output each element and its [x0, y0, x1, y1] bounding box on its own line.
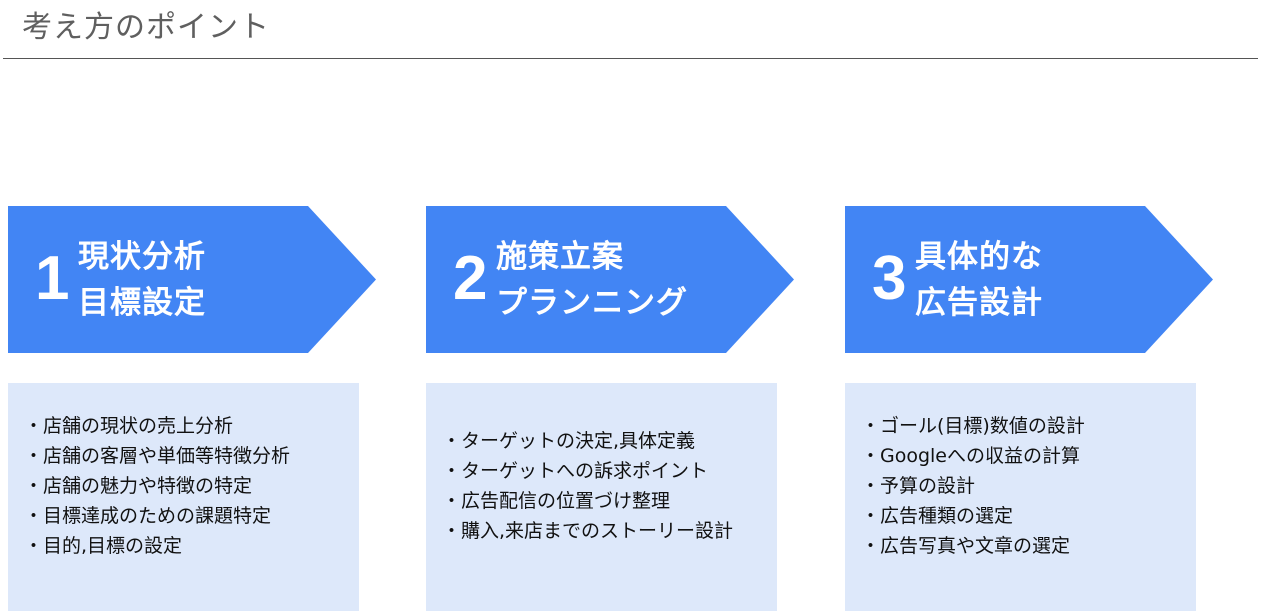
- step-2-detail-list: ・ターゲットの決定,具体定義 ・ターゲットへの訴求ポイント ・広告配信の位置づけ…: [442, 426, 733, 546]
- list-item: ・予算の設計: [861, 475, 976, 497]
- step-1-heading-line2: 目標設定: [78, 285, 206, 321]
- step-3-detail-panel: ・ゴール(目標)数値の設計 ・Googleへの収益の計算 ・予算の設計 ・広告種…: [845, 383, 1196, 611]
- list-item: ・ゴール(目標)数値の設計: [861, 415, 1085, 437]
- step-3-number: 3: [872, 244, 907, 313]
- step-2-heading-line1: 施策立案: [496, 239, 624, 275]
- list-item: ・広告写真や文章の選定: [861, 535, 1071, 557]
- step-2-heading-line2: プランニング: [496, 285, 688, 321]
- step-2-heading: 施策立案 プランニング: [496, 234, 688, 326]
- list-item: ・目標達成のための課題特定: [24, 505, 272, 527]
- step-1-detail-list: ・店舗の現状の売上分析 ・店舗の客層や単価等特徴分析 ・店舗の魅力や特徴の特定 …: [24, 411, 290, 561]
- arrow-shape: [426, 206, 794, 353]
- step-3-heading: 具体的な 広告設計: [915, 234, 1043, 326]
- title-divider: [3, 58, 1258, 59]
- step-1-arrow: 1 現状分析 目標設定: [8, 206, 376, 353]
- list-item: ・Googleへの収益の計算: [861, 445, 1081, 467]
- arrow-shape: [845, 206, 1213, 353]
- step-1-number: 1: [35, 244, 70, 313]
- step-1-heading-line1: 現状分析: [78, 239, 206, 275]
- step-3-heading-line2: 広告設計: [915, 285, 1043, 321]
- list-item: ・購入,来店までのストーリー設計: [442, 520, 734, 542]
- step-3-detail-list: ・ゴール(目標)数値の設計 ・Googleへの収益の計算 ・予算の設計 ・広告種…: [861, 411, 1085, 561]
- step-3-arrow: 3 具体的な 広告設計: [845, 206, 1213, 353]
- list-item: ・目的,目標の設定: [24, 535, 183, 557]
- list-item: ・広告種類の選定: [861, 505, 1014, 527]
- list-item: ・店舗の現状の売上分析: [24, 415, 234, 437]
- list-item: ・ターゲットの決定,具体定義: [442, 430, 696, 452]
- arrow-shape: [8, 206, 376, 353]
- step-2-detail-panel: ・ターゲットの決定,具体定義 ・ターゲットへの訴求ポイント ・広告配信の位置づけ…: [426, 383, 777, 611]
- page-title: 考え方のポイント: [22, 10, 270, 45]
- step-2-number: 2: [453, 244, 488, 313]
- step-1-heading: 現状分析 目標設定: [78, 234, 206, 326]
- list-item: ・店舗の客層や単価等特徴分析: [24, 445, 291, 467]
- step-3-heading-line1: 具体的な: [915, 239, 1043, 275]
- step-1-detail-panel: ・店舗の現状の売上分析 ・店舗の客層や単価等特徴分析 ・店舗の魅力や特徴の特定 …: [8, 383, 359, 611]
- list-item: ・広告配信の位置づけ整理: [442, 490, 671, 512]
- step-2-arrow: 2 施策立案 プランニング: [426, 206, 794, 353]
- list-item: ・店舗の魅力や特徴の特定: [24, 475, 253, 497]
- list-item: ・ターゲットへの訴求ポイント: [442, 460, 709, 482]
